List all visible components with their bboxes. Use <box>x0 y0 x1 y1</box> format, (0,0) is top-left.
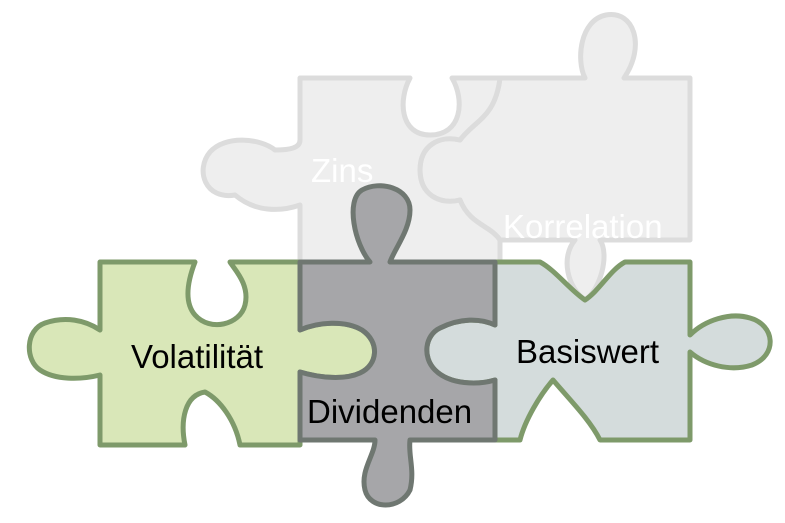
label-volatilitaet: Volatilität <box>131 338 263 375</box>
label-korrelation: Korrelation <box>503 208 663 245</box>
puzzle-piece-dividenden <box>297 183 498 508</box>
label-dividenden: Dividenden <box>307 393 472 430</box>
label-zins: Zins <box>311 152 373 189</box>
puzzle-piece-zins <box>200 75 503 265</box>
label-basiswert: Basiswert <box>516 333 659 370</box>
